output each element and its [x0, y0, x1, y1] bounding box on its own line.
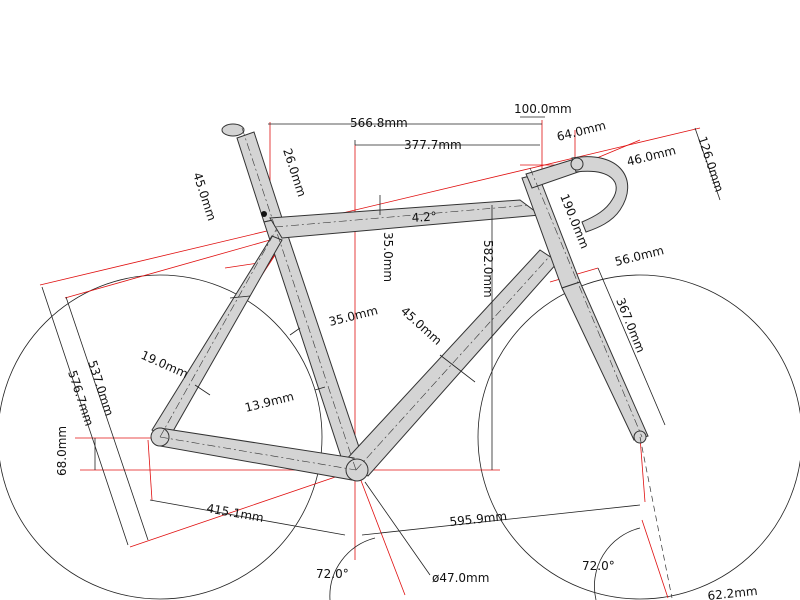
tube-centerlines [159, 127, 643, 471]
label-bb-drop: 68.0mm [55, 426, 69, 476]
rear-angle-arc [329, 537, 376, 600]
seat-post [236, 131, 283, 223]
dimension-labels: 566.8mm 377.7mm 100.0mm 64.0mm 46.0mm 12… [55, 102, 758, 600]
dimension-lines [41, 116, 721, 576]
seat-tube [263, 217, 367, 473]
label-fork-length: 367.0mm [613, 296, 648, 355]
label-rear-angle: 72.0° [316, 567, 349, 581]
label-stem-length: 100.0mm [514, 102, 572, 116]
label-front-angle: 72.0° [582, 559, 615, 573]
handlebar [571, 156, 629, 233]
fork-axis-extension [639, 436, 673, 599]
chain-stay [159, 427, 355, 481]
label-chain-stay-diam: 13.9mm [243, 389, 295, 415]
label-seat-offset: 45.0mm [190, 171, 219, 223]
label-bar-width: 46.0mm [625, 143, 677, 169]
label-top-tube-angle: 4.2° [411, 209, 437, 225]
label-top-tube-diam: 35.0mm [381, 232, 395, 282]
label-bb-diameter: ø47.0mm [432, 571, 489, 585]
label-stack: 582.0mm [481, 240, 495, 298]
label-bar-drop: 126.0mm [695, 135, 726, 194]
label-seat-tube-diam: 35.0mm [327, 303, 379, 329]
front-wheel [477, 274, 800, 600]
label-chainstay-length: 415.1mm [205, 501, 264, 525]
label-front-center: 595.9mm [449, 509, 508, 529]
front-angle-arc [594, 527, 641, 600]
label-head-tube-width: 56.0mm [613, 243, 665, 269]
label-fork-offset: 62.2mm [707, 584, 758, 600]
label-top-length: 566.8mm [350, 116, 408, 130]
bottom-bracket [345, 458, 369, 482]
label-down-tube-diam: 45.0mm [398, 304, 445, 348]
rear-wheel [0, 274, 323, 600]
label-bar-reach: 64.0mm [555, 118, 607, 144]
saddle-clamp [221, 123, 245, 137]
label-seat-clamp: 26.0mm [280, 147, 309, 199]
top-tube [269, 199, 542, 239]
frame-tubes [150, 123, 649, 482]
fork [561, 281, 649, 441]
label-effective-top: 377.7mm [404, 138, 462, 152]
label-seat-stay-diam: 19.0mm [139, 348, 190, 381]
